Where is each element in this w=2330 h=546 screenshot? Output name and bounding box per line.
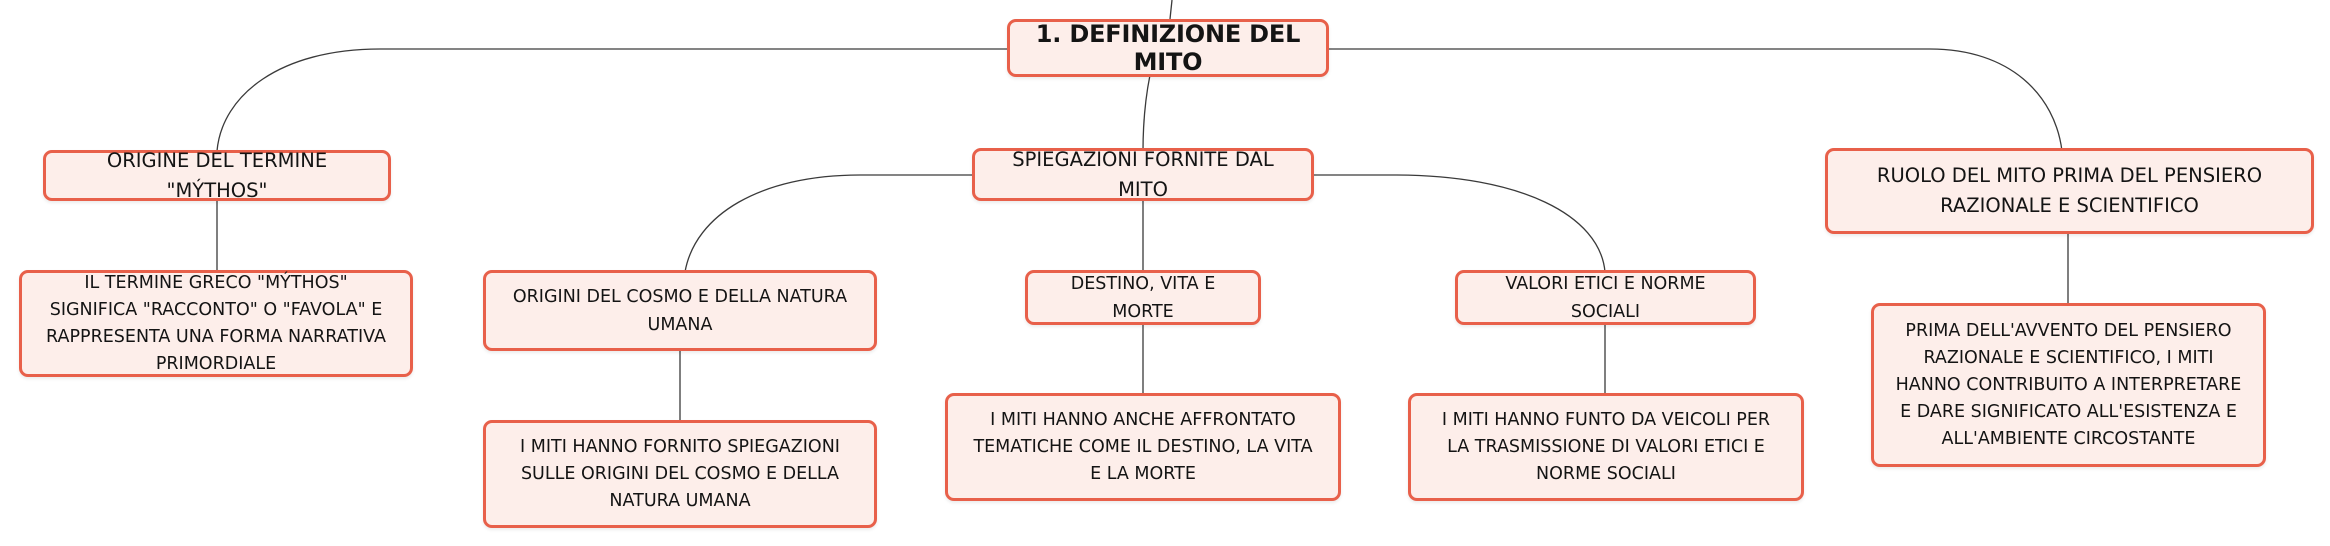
sub-cosmo-label: ORIGINI DEL COSMO E DELLA NATURA UMANA (512, 286, 848, 335)
root-node[interactable]: 1. DEFINIZIONE DEL MITO (1007, 19, 1329, 77)
branch-origin-label: ORIGINE DEL TERMINE "MÝTHOS" (106, 148, 328, 202)
sub-valori-node[interactable]: VALORI ETICI E NORME SOCIALI (1455, 270, 1756, 325)
connector-root-parent (1169, 0, 1173, 20)
sub-destino-node[interactable]: DESTINO, VITA E MORTE (1025, 270, 1261, 325)
branch-ruolo-detail-text: PRIMA DELL'AVVENTO DEL PENSIERO RAZIONAL… (1895, 320, 2242, 449)
sub-valori-label: VALORI ETICI E NORME SOCIALI (1505, 273, 1706, 322)
branch-ruolo-node[interactable]: RUOLO DEL MITO PRIMA DEL PENSIERO RAZION… (1825, 148, 2314, 234)
sub-valori-detail-text: I MITI HANNO FUNTO DA VEICOLI PER LA TRA… (1441, 409, 1771, 484)
sub-cosmo-detail-node[interactable]: I MITI HANNO FORNITO SPIEGAZIONI SULLE O… (483, 420, 877, 528)
branch-spiegazioni-node[interactable]: SPIEGAZIONI FORNITE DAL MITO (972, 148, 1314, 201)
root-node-label: 1. DEFINIZIONE DEL MITO (1035, 20, 1301, 76)
branch-spiegazioni-label: SPIEGAZIONI FORNITE DAL MITO (1012, 147, 1274, 201)
branch-origin-detail-node[interactable]: IL TERMINE GRECO "MÝTHOS" SIGNIFICA "RAC… (19, 270, 413, 377)
connector-root-origin (216, 48, 1007, 152)
branch-origin-node[interactable]: ORIGINE DEL TERMINE "MÝTHOS" (43, 149, 391, 202)
branch-ruolo-label: RUOLO DEL MITO PRIMA DEL PENSIERO RAZION… (1876, 164, 2263, 217)
connector-spiegazioni-valori (1312, 174, 1606, 273)
connector-spiegazioni-cosmo (684, 174, 975, 273)
sub-cosmo-detail-text: I MITI HANNO FORNITO SPIEGAZIONI SULLE O… (520, 436, 840, 511)
branch-ruolo-detail-node[interactable]: PRIMA DELL'AVVENTO DEL PENSIERO RAZIONAL… (1871, 303, 2266, 467)
connector-root-spiegazioni (1142, 74, 1151, 152)
sub-destino-label: DESTINO, VITA E MORTE (1070, 273, 1216, 322)
sub-destino-detail-text: I MITI HANNO ANCHE AFFRONTATO TEMATICHE … (973, 409, 1313, 484)
sub-valori-detail-node[interactable]: I MITI HANNO FUNTO DA VEICOLI PER LA TRA… (1408, 393, 1804, 501)
sub-destino-detail-node[interactable]: I MITI HANNO ANCHE AFFRONTATO TEMATICHE … (945, 393, 1341, 501)
sub-cosmo-node[interactable]: ORIGINI DEL COSMO E DELLA NATURA UMANA (483, 270, 877, 351)
connector-root-ruolo (1329, 48, 2063, 152)
branch-origin-detail-text: IL TERMINE GRECO "MÝTHOS" SIGNIFICA "RAC… (46, 272, 386, 374)
